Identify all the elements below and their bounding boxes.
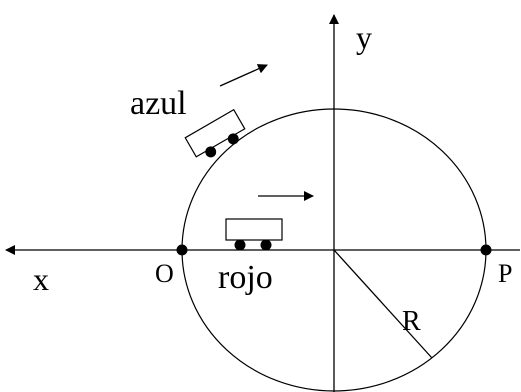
blue-cart-label: azul [130,85,187,122]
blue-cart-wheel-right [227,133,239,145]
radius-label: R [402,306,421,337]
blue-cart-wheel-left [205,146,217,158]
blue-cart-arrow [219,64,268,87]
point-p [480,244,492,256]
radius-line [333,249,433,359]
y-axis-label: y [356,19,372,55]
right-point-label: P [498,259,512,288]
red-cart [225,218,283,251]
red-cart-label: rojo [218,259,273,296]
x-axis-label: x [33,261,49,297]
point-o [176,244,188,256]
red-cart-wheel-right [260,239,272,251]
blue-cart-body [184,108,246,158]
red-cart-wheel-left [234,239,246,251]
origin-point-label: O [155,259,174,288]
red-cart-body [225,218,283,241]
blue-cart [184,108,246,158]
